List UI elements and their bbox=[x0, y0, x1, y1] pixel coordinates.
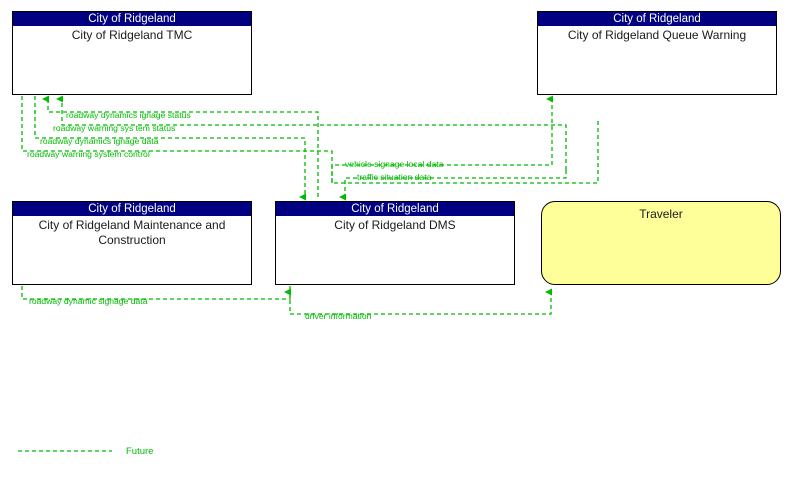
node-city-of-ridgeland-dms[interactable]: City of Ridgeland City of Ridgeland DMS bbox=[275, 201, 515, 285]
node-stakeholder-label: City of Ridgeland bbox=[13, 12, 251, 26]
node-traveler[interactable]: Traveler bbox=[541, 201, 781, 285]
node-stakeholder-label: City of Ridgeland bbox=[13, 202, 251, 216]
node-city-of-ridgeland-tmc[interactable]: City of Ridgeland City of Ridgeland TMC bbox=[12, 11, 252, 95]
node-stakeholder-label: City of Ridgeland bbox=[276, 202, 514, 216]
node-title: Traveler bbox=[639, 207, 683, 221]
node-city-of-ridgeland-maintenance-and-construction[interactable]: City of Ridgeland City of Ridgeland Main… bbox=[12, 201, 252, 285]
flow-label-vehicle-signage-local-data: vehicle signage local data bbox=[345, 159, 444, 169]
flow-label-maintenance-roadway-dynamic-signage-data: roadway dynamic signage data bbox=[29, 296, 148, 306]
node-city-of-ridgeland-queue-warning[interactable]: City of Ridgeland City of Ridgeland Queu… bbox=[537, 11, 777, 95]
flow-label-roadway-warning-system-control: roadway warning system control bbox=[27, 149, 150, 159]
flow-wire-vehicle-signage-local-data bbox=[331, 95, 553, 183]
flow-wire-driver-information bbox=[289, 286, 552, 315]
node-title: City of Ridgeland DMS bbox=[334, 218, 456, 232]
flow-label-roadway-dynamic-signage-data: roadway dynamics ignage data bbox=[40, 136, 159, 146]
node-title: City of Ridgeland Queue Warning bbox=[567, 28, 747, 42]
flow-label-roadway-warning-system-status: roadway warning sys tem status bbox=[53, 123, 176, 133]
node-title: City of Ridgeland Maintenance and Constr… bbox=[38, 218, 226, 247]
flow-label-roadway-dynamic-signage-status: roadway dynamics ignage status bbox=[66, 110, 191, 120]
node-stakeholder-label: City of Ridgeland bbox=[538, 12, 776, 26]
legend-label-future: Future bbox=[126, 446, 154, 457]
flow-label-driver-information: driver information bbox=[305, 311, 372, 321]
node-title: City of Ridgeland TMC bbox=[71, 28, 193, 42]
flow-label-traffic-situation-data: traffic situation data bbox=[357, 172, 432, 182]
